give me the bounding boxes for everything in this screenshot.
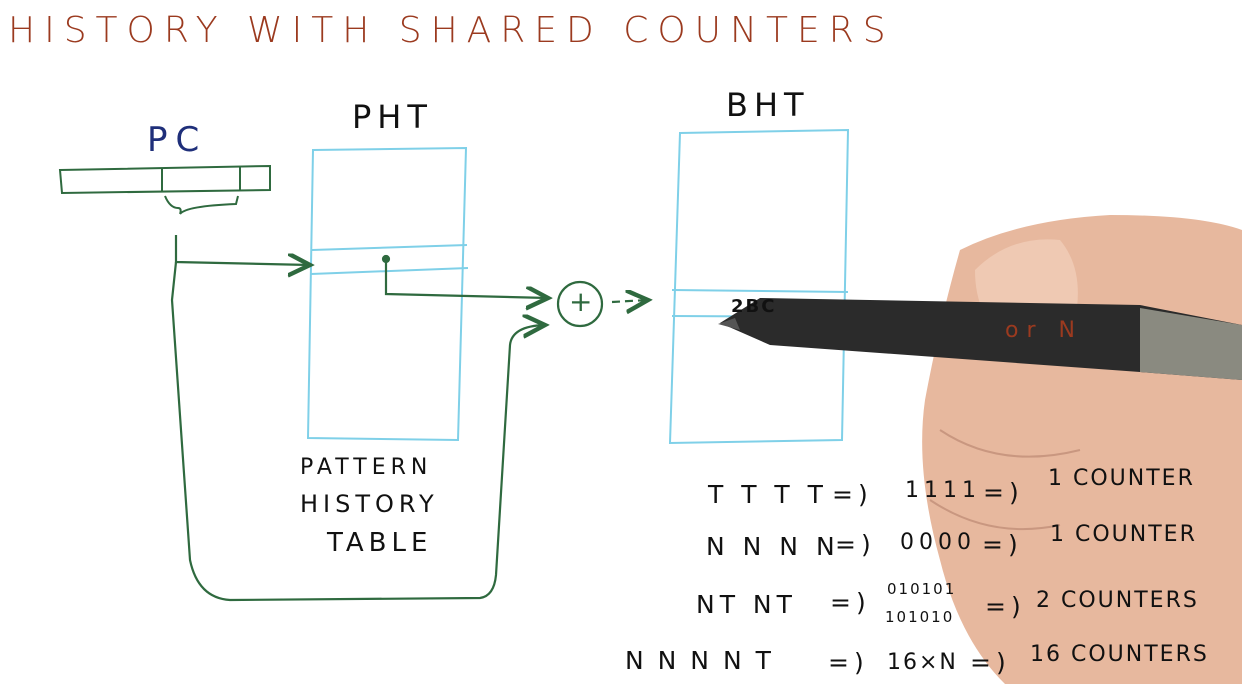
row-2-history: 0000 — [900, 530, 976, 555]
row-1-pattern: T T T T — [708, 480, 828, 509]
pc-register — [58, 164, 271, 215]
arrows — [170, 235, 648, 602]
row-2-arrow-2: =) — [982, 530, 1023, 559]
pht-caption-line-3: TABLE — [327, 528, 433, 558]
xor-circle — [556, 280, 604, 328]
hand-with-pen — [718, 215, 1242, 684]
pht-caption-line-1: PATTERN — [300, 455, 433, 480]
row-4-pattern: N N N N T — [625, 646, 774, 675]
row-1-arrow-2: =) — [983, 478, 1024, 507]
pht-table — [306, 146, 469, 442]
row-4-result: 16 COUNTERS — [1030, 642, 1209, 667]
row-2-result: 1 COUNTER — [1050, 522, 1197, 547]
row-1-arrow-1: =) — [832, 480, 873, 509]
pc-history-loop — [170, 261, 545, 602]
bht-label: BHT — [726, 86, 810, 124]
bht-table — [668, 128, 850, 445]
row-3-history-line-1: 010101 — [887, 580, 957, 598]
row-1-result: 1 COUNTER — [1048, 466, 1195, 491]
xor-to-bht-arrow — [611, 300, 648, 302]
xor-plus: + — [569, 285, 593, 318]
row-3-arrow-1: =) — [830, 588, 871, 617]
row-3-result: 2 COUNTERS — [1036, 588, 1199, 613]
row-4-arrow-2: =) — [970, 648, 1011, 677]
pht-to-xor-arrow — [384, 260, 548, 298]
pht-label: PHT — [352, 98, 433, 136]
partial-text: or N — [1005, 318, 1083, 343]
row-2-arrow-1: =) — [835, 530, 876, 559]
row-1-history: 1111 — [905, 478, 981, 503]
counter-cell-label: 2BC — [731, 296, 777, 317]
row-2-pattern: N N N N — [706, 532, 840, 561]
pht-caption-line-2: HISTORY — [300, 490, 439, 518]
pc-label: PC — [147, 120, 208, 160]
row-4-history: 16×N — [887, 650, 958, 675]
pc-to-pht-arrow — [174, 235, 310, 265]
row-3-pattern: NT NT — [696, 590, 797, 619]
row-3-arrow-2: =) — [985, 592, 1026, 621]
page-title: HISTORY WITH SHARED COUNTERS — [8, 10, 895, 51]
row-4-arrow-1: =) — [828, 648, 869, 677]
row-3-history-line-2: 101010 — [885, 608, 955, 626]
